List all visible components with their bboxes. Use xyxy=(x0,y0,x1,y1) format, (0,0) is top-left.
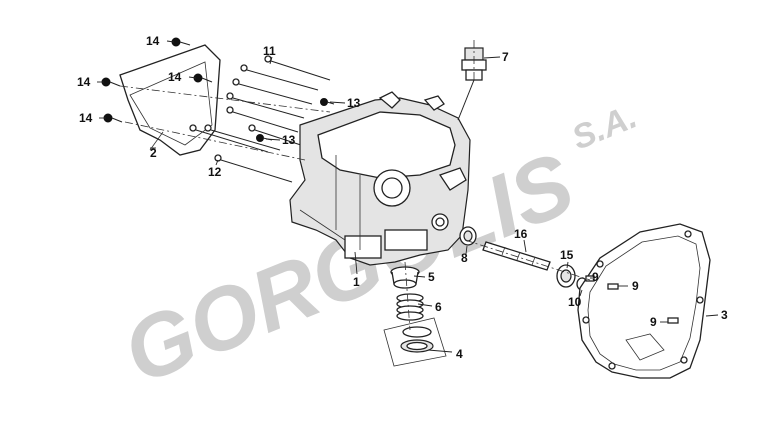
callout-2: 2 xyxy=(150,146,157,160)
callout-11: 11 xyxy=(263,44,276,58)
callout-14d: 14 xyxy=(79,111,93,125)
bolt-long-5 xyxy=(226,106,299,133)
callout-5: 5 xyxy=(428,270,435,284)
part-3-side-cover xyxy=(577,223,711,379)
pin-9b xyxy=(607,283,619,290)
long-bolts-group xyxy=(189,55,331,183)
callout-6: 6 xyxy=(435,300,442,314)
callout-9c: 9 xyxy=(650,315,657,329)
pin-9c xyxy=(667,317,679,324)
pin-9a xyxy=(585,275,595,282)
callout-13b: 13 xyxy=(282,133,296,147)
bolt-14a xyxy=(171,37,191,47)
assembly-axis-lines xyxy=(119,40,591,331)
part-15-bearing xyxy=(556,264,576,288)
bolt-long-7 xyxy=(204,124,281,151)
bolt-long-6 xyxy=(189,124,269,153)
callout-8: 8 xyxy=(461,251,468,265)
dowel-pins-9 xyxy=(585,275,679,324)
callout-3: 3 xyxy=(721,308,728,322)
bolt-long-4 xyxy=(226,92,305,119)
callout-10: 10 xyxy=(568,295,582,309)
bolt-long-8 xyxy=(214,154,293,183)
callout-7: 7 xyxy=(502,50,509,64)
part-8-seal xyxy=(459,226,477,246)
leader-lines xyxy=(97,40,719,353)
bolt-long-1 xyxy=(240,64,319,91)
callout-13a: 13 xyxy=(347,96,361,110)
part-6-spring xyxy=(396,293,424,321)
callout-15: 15 xyxy=(560,248,574,262)
callout-1: 1 xyxy=(353,275,360,289)
part-1-crankcase xyxy=(289,91,471,266)
callout-9a: 9 xyxy=(592,270,599,284)
part-5-cap xyxy=(390,266,420,289)
bolt-long-3 xyxy=(232,78,313,105)
bolt-14d xyxy=(103,113,123,123)
callout-4: 4 xyxy=(456,347,463,361)
small-bolts-14 xyxy=(101,37,213,123)
callout-9b: 9 xyxy=(632,279,639,293)
bolt-13b xyxy=(256,134,273,142)
callout-14b: 14 xyxy=(77,75,91,89)
part-7-dipstick xyxy=(457,47,487,121)
bolt-14b xyxy=(101,77,121,87)
callout-14c: 14 xyxy=(168,70,182,84)
callout-12: 12 xyxy=(208,165,222,179)
watermark-suffix: S.A. xyxy=(567,97,643,157)
bolt-long-2 xyxy=(264,55,331,81)
bolt-13a xyxy=(320,98,335,106)
callout-14a: 14 xyxy=(146,34,160,48)
part-16-shaft xyxy=(482,241,551,271)
callout-labels: 14 14 14 14 11 12 13 13 2 1 5 6 4 7 8 16… xyxy=(77,34,728,361)
part-4-plug xyxy=(383,317,447,367)
callout-16: 16 xyxy=(514,227,528,241)
